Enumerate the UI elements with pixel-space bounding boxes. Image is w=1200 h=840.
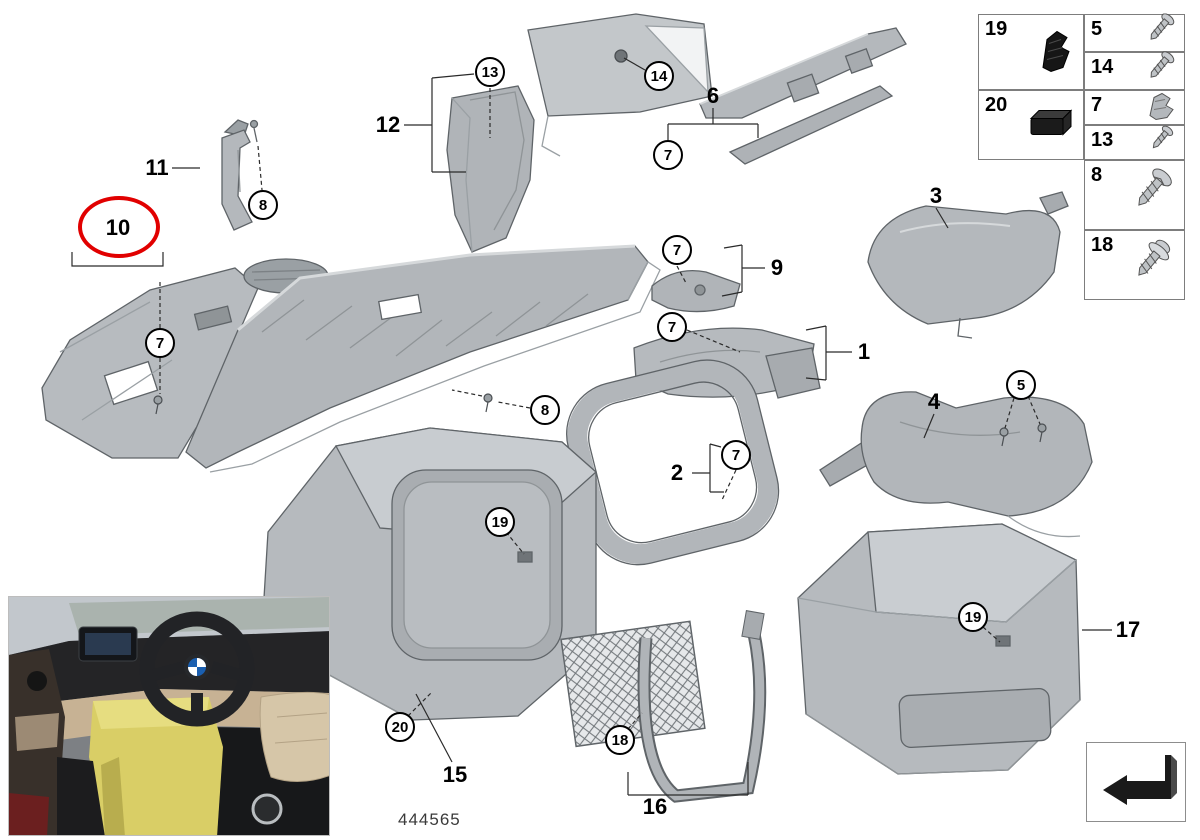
direction-arrow-icon xyxy=(1103,755,1177,805)
callout-balloon-18: 18 xyxy=(605,725,635,755)
callout-balloon-7-rail: 7 xyxy=(653,140,683,170)
callout-balloon-20: 20 xyxy=(385,712,415,742)
part-label-12: 12 xyxy=(375,112,401,137)
part-3-steering-cowl-upper xyxy=(867,191,1069,339)
callout-balloon-14: 14 xyxy=(644,61,674,91)
callout-balloon-8-carrier: 8 xyxy=(530,395,560,425)
callout-balloon-5: 5 xyxy=(1006,370,1036,400)
legend-num-19: 19 xyxy=(985,18,1008,40)
pan-head-screw-icon xyxy=(1126,167,1178,224)
highlight-circle-part-10 xyxy=(78,196,160,258)
part-label-11: 11 xyxy=(145,155,169,180)
callout-balloon-19-part15: 19 xyxy=(485,507,515,537)
legend-num-14: 14 xyxy=(1091,56,1114,78)
legend-num-8: 8 xyxy=(1091,164,1103,186)
legend-num-18: 18 xyxy=(1091,234,1114,256)
part-4-steering-cowl-lower xyxy=(819,391,1093,538)
callout-balloon-19-part17: 19 xyxy=(958,602,988,632)
callout-balloon-7-part10: 7 xyxy=(145,328,175,358)
part-6-mounting-rail xyxy=(699,27,907,165)
legend-cell-14: 14 xyxy=(1084,51,1185,91)
legend-cell-7: 7 xyxy=(1084,90,1185,125)
part-top-cover-panel xyxy=(527,13,713,157)
legend-num-20: 20 xyxy=(985,94,1008,116)
part-label-17: 17 xyxy=(1115,617,1141,642)
part-label-2: 2 xyxy=(670,460,684,485)
part-label-4: 4 xyxy=(927,389,941,414)
screw-icon xyxy=(1146,125,1178,160)
spring-clip-icon xyxy=(1033,24,1077,81)
diagram-number: 444565 xyxy=(398,810,461,829)
interior-photo-inset xyxy=(8,596,330,836)
part-9-bracket xyxy=(651,269,741,313)
legend-cell-19: 19 xyxy=(978,14,1084,90)
callout-balloon-8-part11: 8 xyxy=(248,190,278,220)
part-main-carrier-rail xyxy=(185,244,661,473)
callout-balloon-7-part1: 7 xyxy=(657,312,687,342)
legend-num-5: 5 xyxy=(1091,18,1103,40)
legend-num-7: 7 xyxy=(1091,94,1103,116)
screw-icon xyxy=(1144,13,1178,53)
legend-cell-20: 20 xyxy=(978,90,1084,160)
part-11-support-bracket xyxy=(221,119,259,231)
washer-screw-icon xyxy=(1126,237,1178,294)
part-label-16: 16 xyxy=(642,794,668,819)
callout-balloon-7-part2: 7 xyxy=(721,440,751,470)
fastener-parts xyxy=(153,393,1047,447)
legend-cell-5: 5 xyxy=(1084,13,1185,53)
callout-balloon-7-part9: 7 xyxy=(662,235,692,265)
part-label-1: 1 xyxy=(857,339,871,364)
part-label-6: 6 xyxy=(706,83,720,108)
part-16-storage-net xyxy=(560,610,767,803)
part-17-storage-box xyxy=(797,523,1081,775)
part-12-air-duct xyxy=(446,85,535,253)
leader-lines xyxy=(71,57,1112,796)
metal-clip-icon xyxy=(1142,89,1178,126)
legend-cell-18: 18 xyxy=(1084,230,1185,300)
screw-icon xyxy=(1144,51,1178,91)
part-label-15: 15 xyxy=(442,762,468,787)
legend-num-13: 13 xyxy=(1091,129,1114,151)
callout-balloon-13: 13 xyxy=(475,57,505,87)
part-label-3: 3 xyxy=(929,183,943,208)
direction-arrow-box xyxy=(1086,742,1186,822)
interior-photo-art xyxy=(9,597,329,835)
legend-cell-13: 13 xyxy=(1084,125,1185,160)
part-label-9: 9 xyxy=(770,255,784,280)
legend-cell-8: 8 xyxy=(1084,160,1185,230)
foam-pad-icon xyxy=(1023,105,1077,146)
